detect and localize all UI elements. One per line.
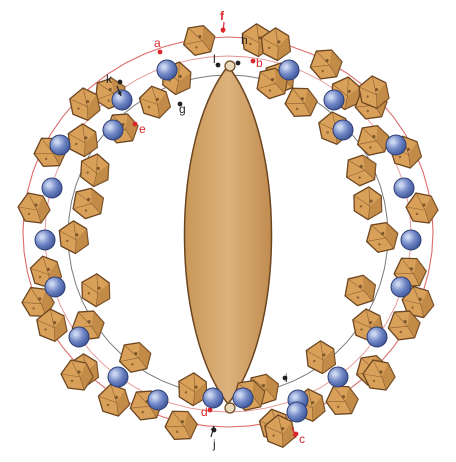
oval-pendant-icon <box>185 61 272 413</box>
bicone-bead-icon <box>347 183 389 224</box>
bicone-bead-icon <box>54 217 94 256</box>
label-g: g <box>179 102 186 116</box>
bicone-bead-icon <box>96 382 133 417</box>
label-a: a <box>154 36 161 50</box>
bicone-bead-icon <box>67 183 109 224</box>
bicone-bead-icon <box>163 407 200 442</box>
round-pearl-icon <box>45 277 65 297</box>
round-pearl-icon <box>69 327 89 347</box>
bicone-bead-icon <box>406 193 438 223</box>
round-pearl-icon <box>391 277 411 297</box>
round-pearl-icon <box>50 135 70 155</box>
label-l: l <box>213 52 216 66</box>
bicone-bead-icon <box>74 149 117 191</box>
round-pearl-icon <box>333 120 353 140</box>
round-pearl-icon <box>279 60 299 80</box>
label-b: b <box>256 56 263 70</box>
bicone-bead-icon <box>137 84 174 119</box>
bicone-bead-icon <box>339 270 381 311</box>
round-pearl-icon <box>35 230 55 250</box>
round-pearl-icon <box>112 90 132 110</box>
round-pearl-icon <box>386 135 406 155</box>
round-pearl-icon <box>287 402 307 422</box>
label-i: i <box>285 371 288 385</box>
round-pearl-icon <box>367 327 387 347</box>
label-h: h <box>241 33 248 47</box>
bicone-bead-icon <box>324 382 361 417</box>
round-pearl-icon <box>157 60 177 80</box>
round-pearl-icon <box>108 367 128 387</box>
bicone-bead-icon <box>307 45 346 82</box>
label-d: d <box>201 405 208 419</box>
bicone-bead-icon <box>340 149 383 191</box>
label-f: f <box>220 9 225 23</box>
round-pearl-icon <box>103 120 123 140</box>
label-c: c <box>299 432 305 446</box>
label-k: k <box>106 72 113 86</box>
round-pearl-icon <box>42 178 62 198</box>
bicone-bead-icon <box>18 193 50 223</box>
label-j: j <box>212 437 216 451</box>
round-pearl-icon <box>394 178 414 198</box>
label-e: e <box>139 122 146 136</box>
bicone-bead-icon <box>362 217 402 256</box>
round-pearl-icon <box>324 90 344 110</box>
round-pearl-icon <box>401 230 421 250</box>
bicone-bead-icon <box>75 270 117 311</box>
round-pearl-icon <box>148 390 168 410</box>
round-pearl-icon <box>328 367 348 387</box>
round-pearl-icon <box>233 388 253 408</box>
